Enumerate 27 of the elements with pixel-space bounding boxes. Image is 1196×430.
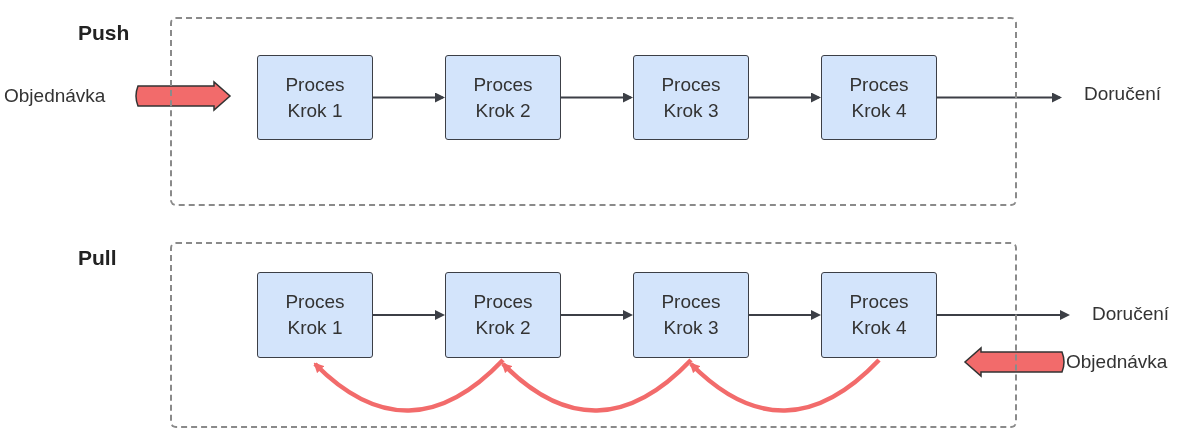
process-box: Proces Krok 1 bbox=[257, 55, 373, 140]
group-heading: Push bbox=[78, 21, 130, 45]
block-arrow bbox=[135, 81, 231, 111]
arrow bbox=[372, 92, 445, 103]
block-arrow bbox=[964, 347, 1065, 377]
curved-arrow bbox=[313, 358, 505, 413]
process-box: Proces Krok 3 bbox=[633, 272, 749, 358]
arrow bbox=[748, 310, 821, 320]
flow-label: Doručení bbox=[1084, 80, 1162, 108]
arrow bbox=[936, 310, 1070, 320]
arrow bbox=[936, 92, 1062, 103]
curved-arrow bbox=[501, 358, 693, 413]
flow-label: Objednávka bbox=[4, 82, 106, 110]
arrow bbox=[748, 92, 821, 103]
curved-arrow bbox=[689, 358, 881, 413]
process-box: Proces Krok 2 bbox=[445, 55, 561, 140]
process-box: Proces Krok 3 bbox=[633, 55, 749, 140]
group-heading: Pull bbox=[78, 246, 117, 270]
flow-label: Objednávka bbox=[1066, 348, 1168, 376]
arrow bbox=[372, 310, 445, 320]
process-box: Proces Krok 4 bbox=[821, 55, 937, 140]
process-box: Proces Krok 2 bbox=[445, 272, 561, 358]
process-box: Proces Krok 4 bbox=[821, 272, 937, 358]
flow-label: Doručení bbox=[1092, 300, 1170, 328]
arrow bbox=[560, 92, 633, 103]
process-box: Proces Krok 1 bbox=[257, 272, 373, 358]
arrow bbox=[560, 310, 633, 320]
